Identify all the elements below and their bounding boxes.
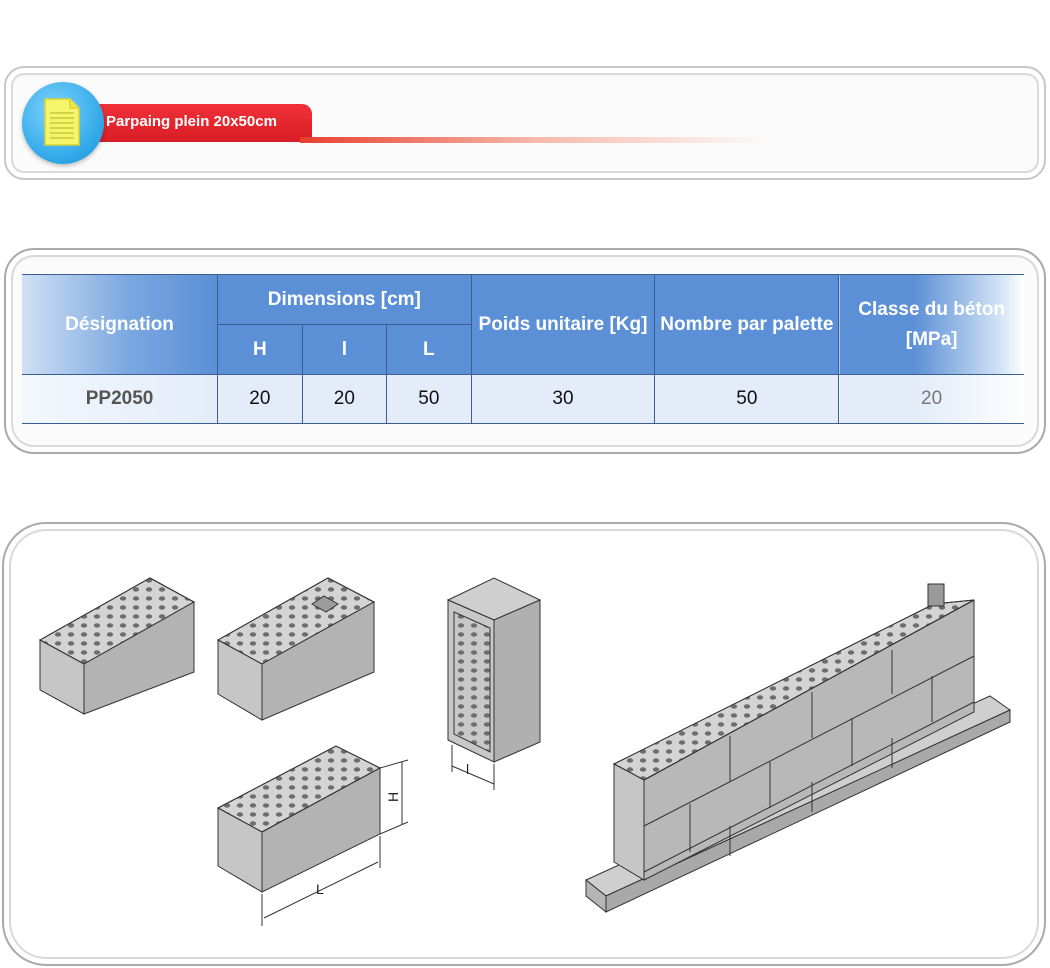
table-row: PP2050 20 20 50 30 50 20 (22, 374, 1024, 424)
dim-label-l: l (466, 761, 469, 777)
cell-classe: 20 (838, 374, 1024, 424)
spec-table: Désignation Dimensions [cm] Poids unitai… (22, 274, 1024, 424)
header-nombre: Nombre par palette (654, 274, 840, 375)
page-title: Parpaing plein 20x50cm (106, 113, 277, 130)
header-designation: Désignation (22, 274, 219, 375)
header-l-large: L (386, 324, 472, 375)
wall-drawing (585, 583, 1012, 914)
header-dimensions: Dimensions [cm] (217, 274, 472, 325)
block-drawing-2 (216, 577, 376, 721)
title-ribbon-fade (300, 137, 770, 143)
block-drawing-1 (38, 577, 196, 715)
cell-poids: 30 (470, 374, 656, 424)
block-drawing-vertical (446, 577, 542, 790)
header-l-small: l (301, 324, 388, 375)
title-ribbon (90, 104, 312, 142)
header-poids: Poids unitaire [Kg] (470, 274, 656, 375)
header-classe: Classe du béton [MPa] (838, 274, 1024, 375)
document-icon (22, 82, 104, 164)
dim-label-L: L (316, 881, 324, 897)
dim-label-h: H (385, 792, 401, 802)
cell-h: 20 (217, 374, 303, 424)
cell-l-large: 50 (386, 374, 472, 424)
cell-nombre: 50 (654, 374, 840, 424)
cell-designation: PP2050 (22, 374, 219, 424)
block-drawing-dimensioned (216, 745, 409, 926)
header-h: H (217, 324, 303, 375)
